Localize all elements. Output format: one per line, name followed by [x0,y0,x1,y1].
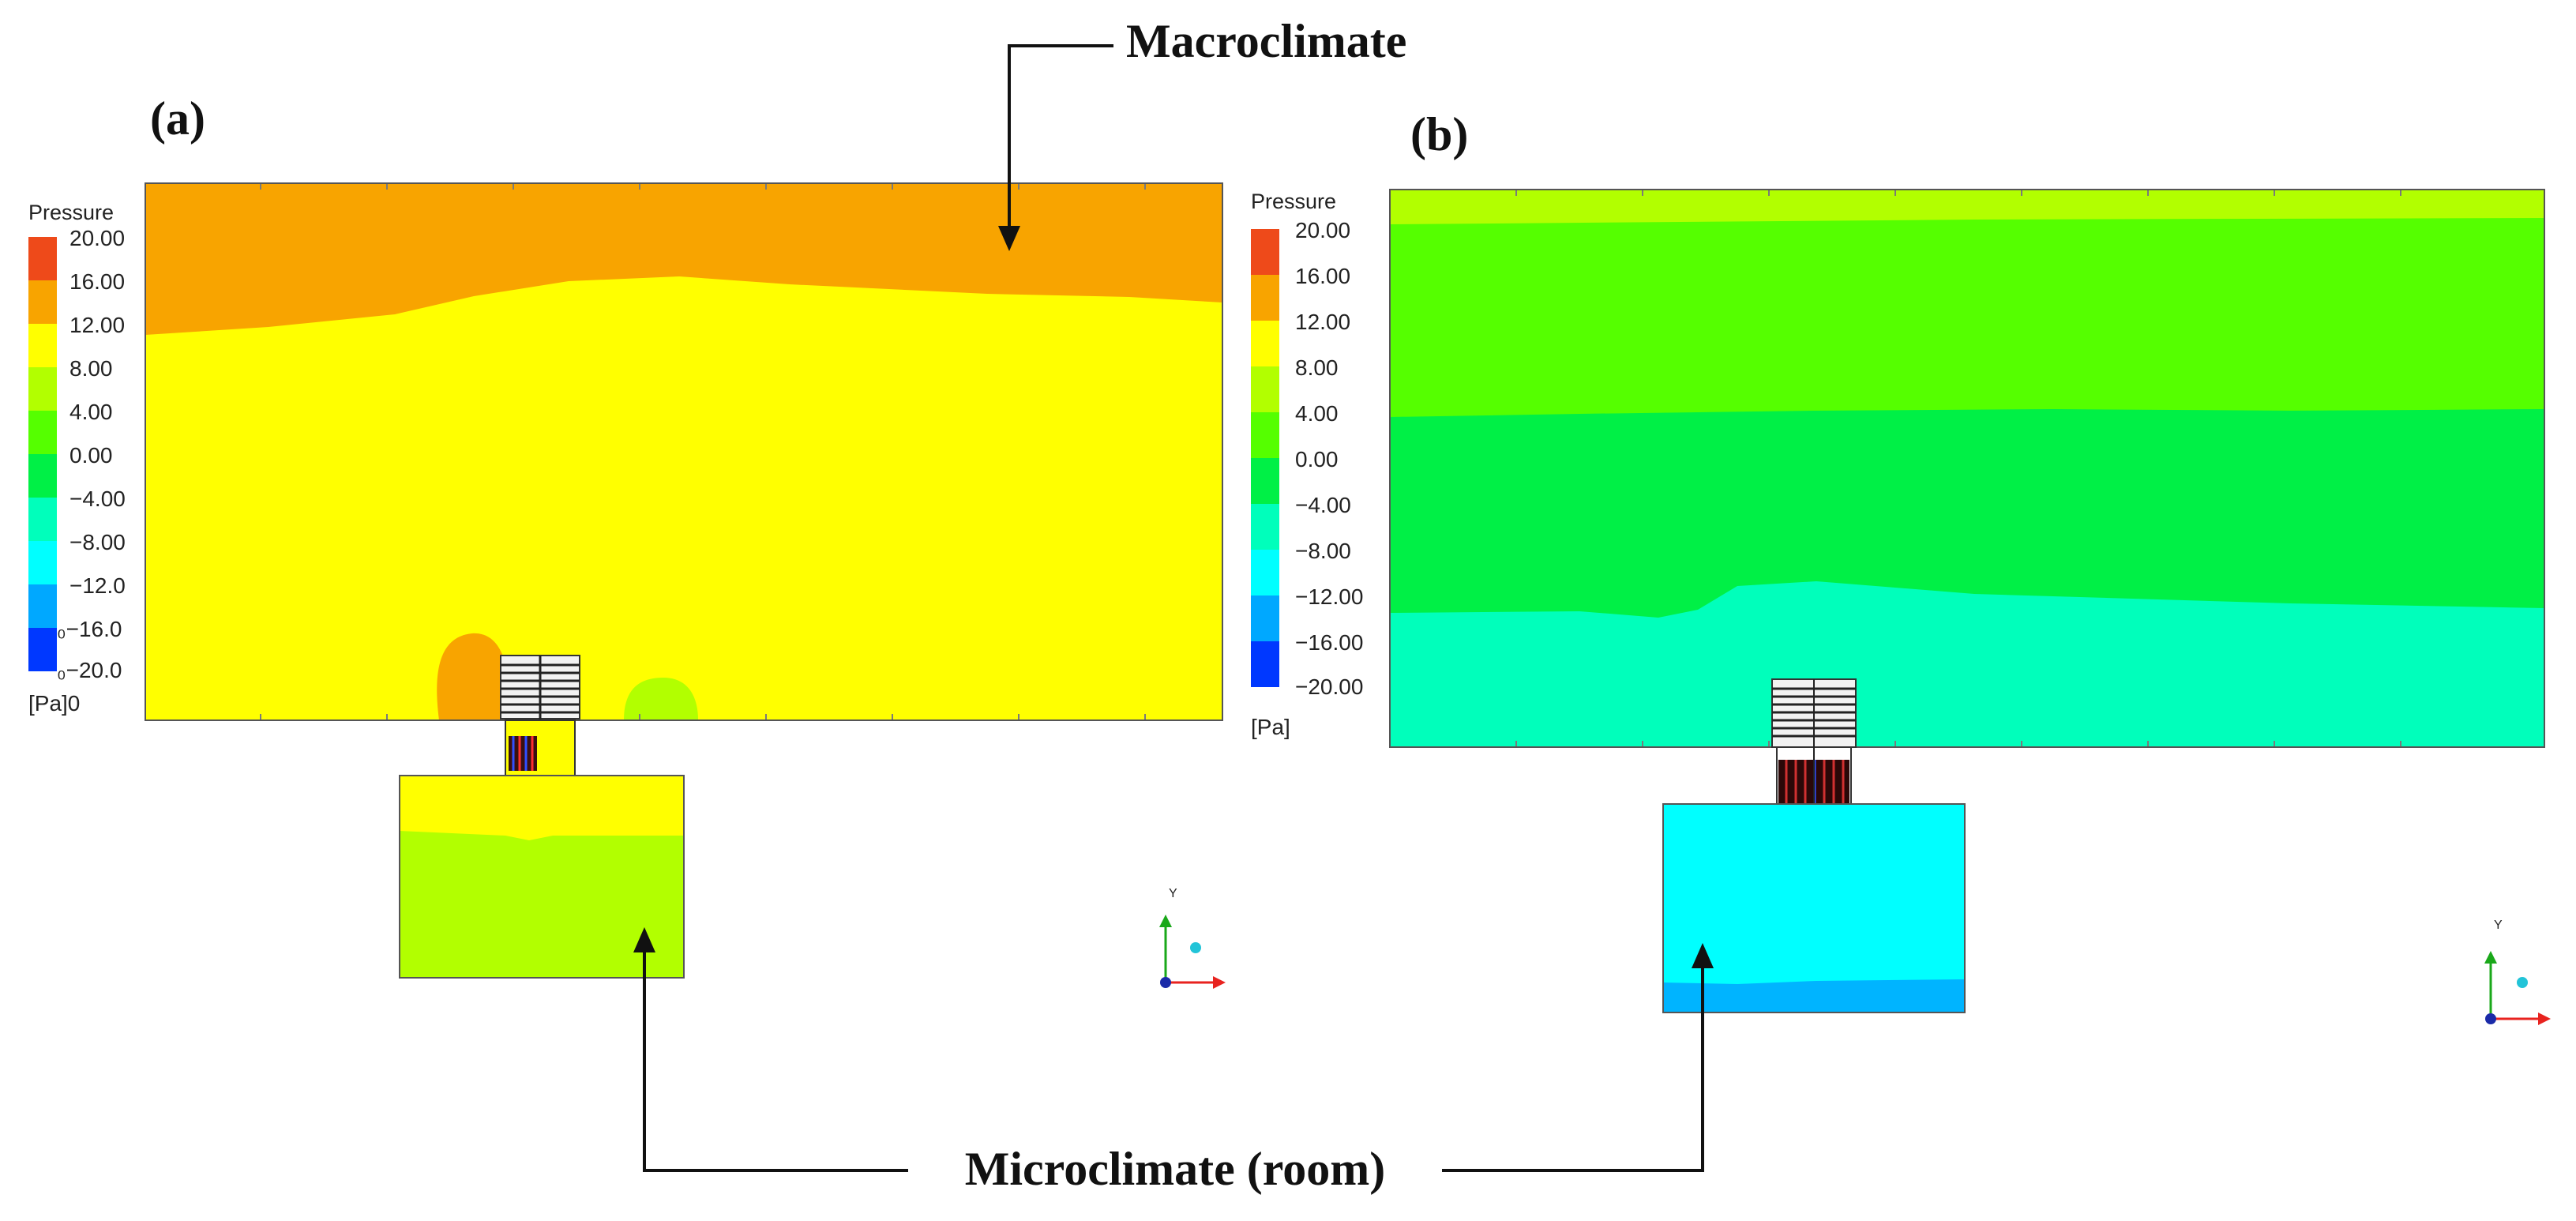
panel-a-domain [145,182,1223,721]
panel-a: (a) Pressure 20.00 16.00 12.00 8.00 4.00… [28,92,1226,989]
scale-swatch-b-10 [1251,641,1279,687]
axis-triad-b: Y [2484,919,2551,1025]
panel-b-legend-tick: 12.00 [1295,310,1350,334]
callout-macroclimate-label: Macroclimate [1126,15,1406,67]
scale-swatch-b-9 [1251,595,1279,641]
panel-a-vent [500,655,580,792]
x-axis-arrowhead-b [2538,1012,2551,1025]
callout-macroclimate-line [1008,44,1113,234]
scale-swatch-a-5 [28,411,57,454]
panel-a-legend-tick: 0.00 [69,443,113,468]
domain-a-frame [145,182,1223,721]
panel-a-legend-title: Pressure [28,201,114,224]
domain-a-high-band [145,183,1222,335]
panel-b-legend-tick: −8.00 [1295,539,1351,563]
y-axis-label-b: Y [2494,919,2503,932]
domain-a-ticks [260,183,1146,720]
domain-b-four-band [1390,190,2544,417]
z-axis-dot-a [1160,977,1171,988]
panel-b-legend-tick: 8.00 [1295,355,1339,380]
room-b-lower-band [1663,979,1965,1012]
panel-b-legend-tick: 20.00 [1295,218,1350,242]
view-sphere-b [2517,977,2528,988]
panel-b-legend-tick: 0.00 [1295,447,1339,471]
room-b-frame [1662,803,1966,1013]
panel-a-legend-tick: 8.00 [69,356,113,381]
panel-b-room [1662,803,1966,1013]
scale-swatch-a-6 [28,454,57,498]
panel-b-legend-tick: −16.00 [1295,630,1363,655]
callout-macroclimate: Macroclimate [998,15,1406,251]
panel-b-vent [1771,678,1857,821]
scale-swatch-b-1 [1251,229,1279,275]
scale-swatch-a-8 [28,541,57,584]
room-a-upper-band [400,776,684,840]
panel-a-legend-tick: −12.0 [69,573,126,598]
y-axis-arrowhead-b [2484,951,2497,964]
room-b-base [1663,804,1965,1012]
panel-a-legend-tick: ₀−16.0 [57,617,122,641]
scale-swatch-b-5 [1251,412,1279,458]
x-axis-arrowhead-a [1213,976,1226,989]
scale-swatch-b-2 [1251,275,1279,321]
scale-swatch-b-6 [1251,458,1279,504]
scale-swatch-a-1 [28,237,57,280]
scale-swatch-a-9 [28,584,57,628]
panel-a-legend-tick: −8.00 [69,530,126,554]
panel-b-legend-tick: −20.00 [1295,674,1363,699]
panel-a-legend-tick: 16.00 [69,269,125,294]
panel-b-legend-title: Pressure [1251,190,1336,213]
z-axis-dot-b [2485,1013,2496,1024]
scale-swatch-a-4 [28,367,57,411]
panel-a-legend-tick: 12.00 [69,313,125,337]
scale-swatch-a-10 [28,628,57,671]
scale-swatch-a-3 [28,324,57,367]
vent-a-filter [509,736,537,771]
domain-b-eight-band [1390,190,2544,224]
domain-a-bubble-green [624,678,698,720]
panel-a-legend-tick: 4.00 [69,400,113,424]
domain-b-ticks [1515,190,2401,747]
panel-b-domain [1389,189,2545,748]
callout-microclimate: Microclimate (room) [633,927,1714,1195]
panel-b-legend-tick: 16.00 [1295,264,1350,288]
scale-swatch-b-8 [1251,550,1279,595]
panel-b-legend-tick: −12.00 [1295,584,1363,609]
panel-a-legend-tick: 20.00 [69,226,125,250]
panel-b: (b) Pressure 20.00 16.00 12.00 8.00 4.00… [1251,108,2551,1025]
scale-swatch-a-2 [28,280,57,324]
callout-microclimate-right-line [1442,964,1704,1172]
panel-a-legend-unit: [Pa]0 [28,691,80,716]
panel-a-legend-tick: ₀−20.0 [57,658,122,682]
panel-b-legend-tick: −4.00 [1295,493,1351,517]
callout-microclimate-left-arrowhead [633,927,655,952]
domain-a-bubble-orange [437,633,511,720]
axis-triad-a: Y [1159,887,1226,989]
panel-a-room [399,775,685,979]
room-a-frame [399,775,685,979]
scale-swatch-b-7 [1251,504,1279,550]
panel-b-label: (b) [1410,108,1468,160]
callout-microclimate-label: Microclimate (room) [965,1143,1386,1195]
view-sphere-a [1190,942,1201,953]
panel-b-legend-tick: 4.00 [1295,401,1339,426]
y-axis-label-a: Y [1169,887,1177,900]
panel-b-legend: Pressure 20.00 16.00 12.00 8.00 4.00 0.0… [1251,190,1363,739]
callout-microclimate-left-line [643,948,908,1172]
scale-swatch-b-3 [1251,321,1279,366]
panel-a-label: (a) [150,92,205,145]
scale-swatch-a-7 [28,498,57,541]
panel-b-legend-unit: [Pa] [1251,715,1290,739]
panel-a-legend: Pressure 20.00 16.00 12.00 8.00 4.00 0.0… [28,201,126,716]
domain-b-frame [1389,189,2545,748]
callout-microclimate-right-arrowhead [1692,943,1714,968]
scale-swatch-b-4 [1251,366,1279,412]
callout-macroclimate-arrowhead [998,226,1020,251]
y-axis-arrowhead-a [1159,915,1172,927]
panel-a-legend-tick: −4.00 [69,487,126,511]
